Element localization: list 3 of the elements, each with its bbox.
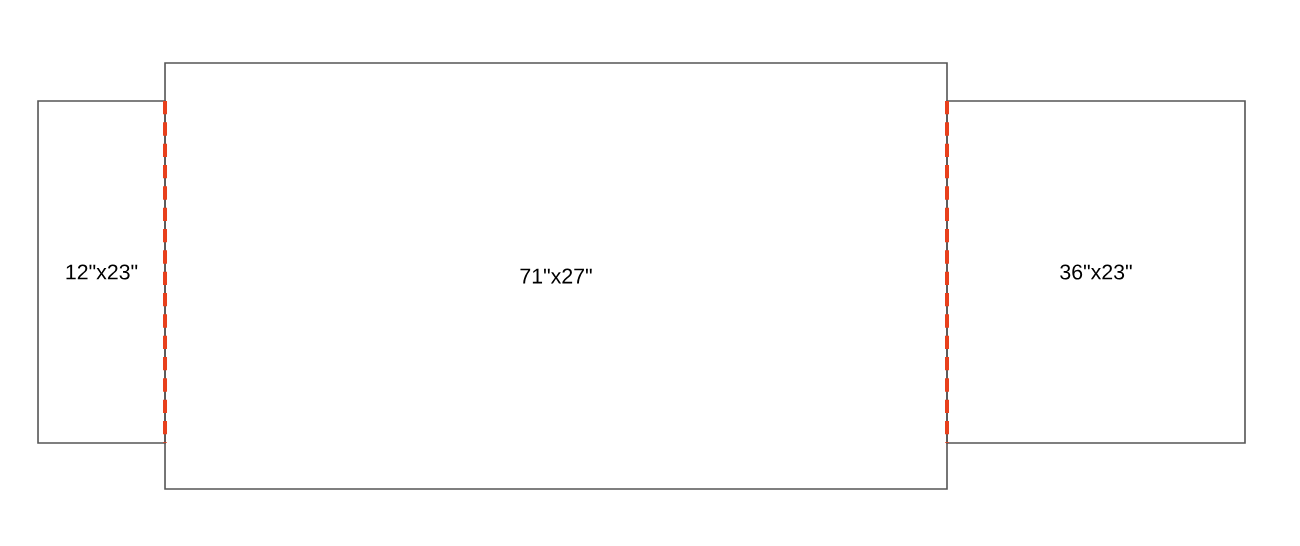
panel-box: 36"x23" [946,100,1246,444]
panel-box: 12"x23" [37,100,166,444]
panel-box: 71"x27" [164,62,948,490]
